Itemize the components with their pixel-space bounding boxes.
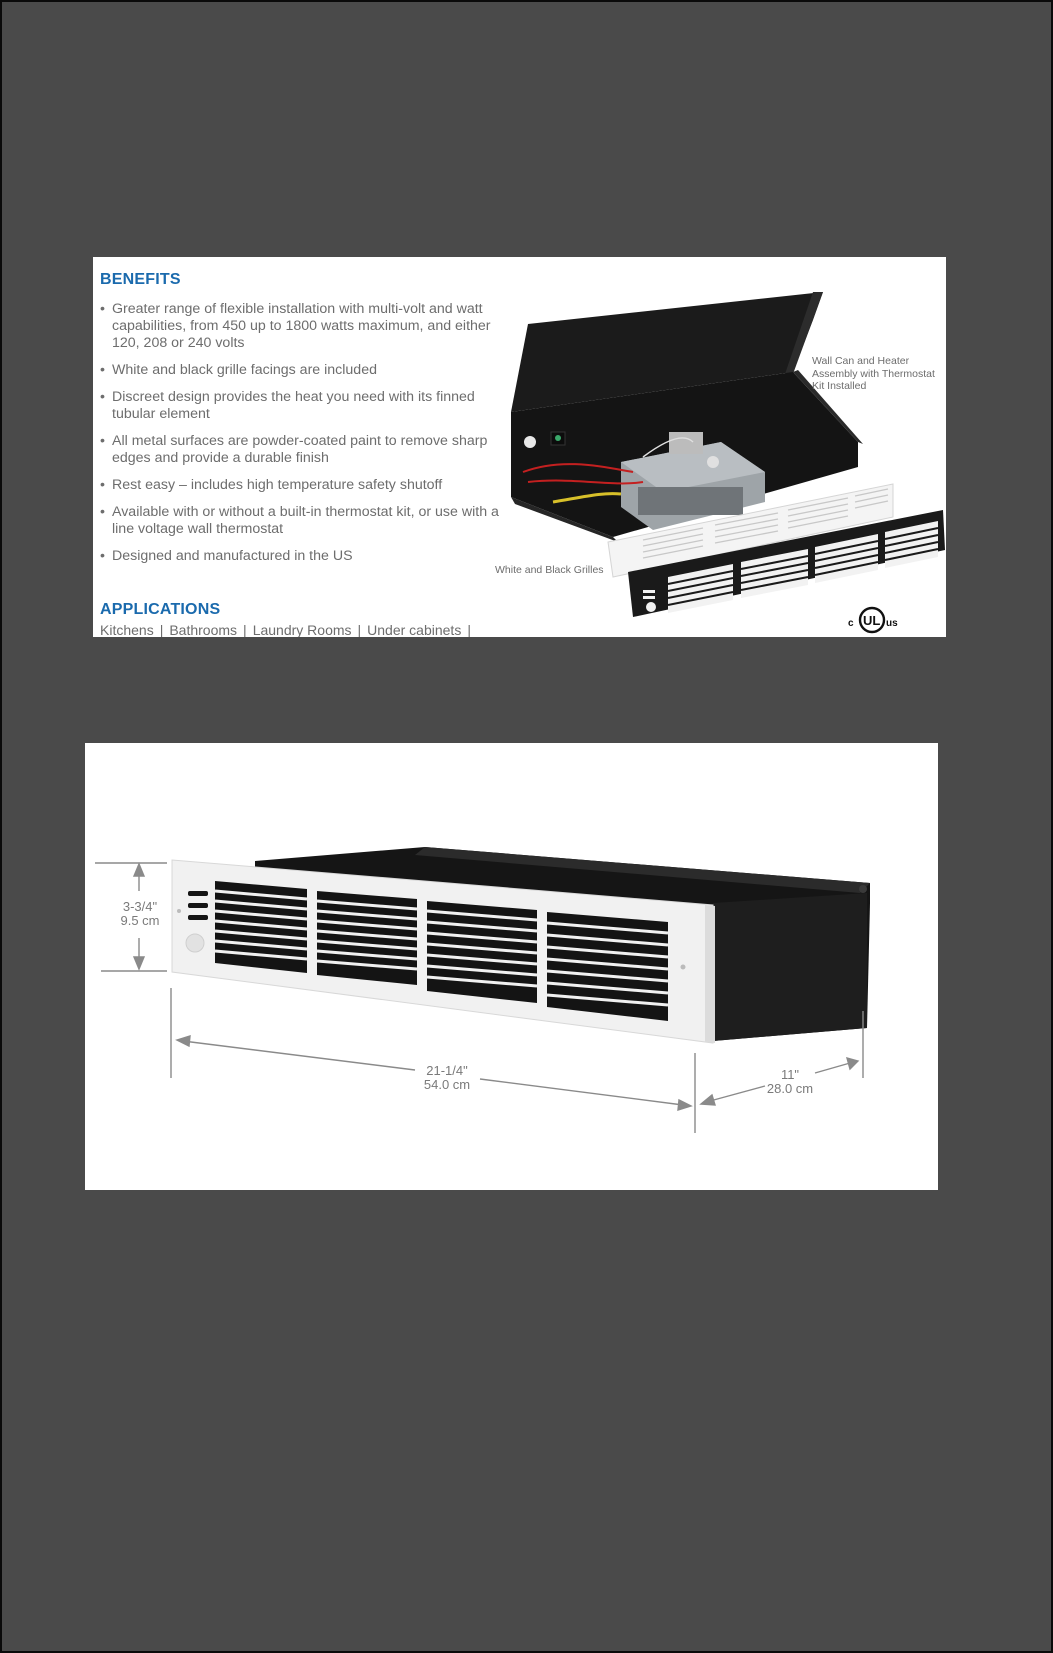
benefits-heading: BENEFITS <box>100 271 181 288</box>
benefits-panel: BENEFITS Greater range of flexible insta… <box>93 257 946 637</box>
application-item: Bathrooms <box>169 622 238 637</box>
ul-us-mark: us <box>886 618 898 629</box>
benefit-item: Discreet design provides the heat you ne… <box>100 389 500 423</box>
width-dimension-label: 21-1/4" 54.0 cm <box>415 1064 479 1092</box>
heater-dimension-drawing <box>95 847 870 1133</box>
application-item: Kitchens <box>100 622 154 637</box>
application-item: Laundry Rooms <box>252 622 352 637</box>
benefit-item: White and black grille facings are inclu… <box>100 362 500 379</box>
separator: | <box>357 622 362 637</box>
separator: | <box>159 622 164 637</box>
ul-certification-icon: c UL us <box>848 606 898 634</box>
separator: | <box>243 622 247 637</box>
benefit-item: Greater range of flexible installation w… <box>100 301 500 352</box>
height-metric: 9.5 cm <box>120 913 160 928</box>
depth-dimension-label: 11" 28.0 cm <box>760 1068 820 1096</box>
benefit-item: Available with or without a built-in the… <box>100 504 500 538</box>
separator: | <box>467 622 471 637</box>
benefit-item: Rest easy – includes high temperature sa… <box>100 477 500 494</box>
benefits-section: BENEFITS Greater range of flexible insta… <box>100 271 500 575</box>
grilles-caption: White and Black Grilles <box>495 564 604 576</box>
width-imperial: 21-1/4" <box>426 1063 468 1078</box>
benefit-item: All metal surfaces are powder-coated pai… <box>100 433 500 467</box>
applications-heading: APPLICATIONS <box>100 601 221 618</box>
applications-list: Kitchens | Bathrooms | Laundry Rooms | Under c… <box>100 622 520 637</box>
ul-c-mark: c <box>848 618 854 629</box>
benefit-item: Designed and manufactured in the US <box>100 548 500 565</box>
application-item: Under cabinets <box>367 622 462 637</box>
depth-imperial: 11" <box>780 1067 800 1082</box>
depth-metric: 28.0 cm <box>766 1081 814 1096</box>
benefits-list: Greater range of flexible installation w… <box>100 301 500 565</box>
applications-section: APPLICATIONS Kitchens | Bathrooms | Laundry … <box>100 601 520 637</box>
width-metric: 54.0 cm <box>423 1077 471 1092</box>
height-imperial: 3-3/4" <box>122 899 158 914</box>
ul-center-mark: UL <box>863 613 880 628</box>
wall-can-assembly-image <box>511 292 945 617</box>
dimensions-panel: 3-3/4" 9.5 cm 21-1/4" 54.0 cm 11" 28.0 c… <box>85 743 938 1190</box>
height-dimension-label: 3-3/4" 9.5 cm <box>115 900 165 928</box>
wall-can-caption: Wall Can and Heater Assembly with Thermo… <box>812 355 935 392</box>
